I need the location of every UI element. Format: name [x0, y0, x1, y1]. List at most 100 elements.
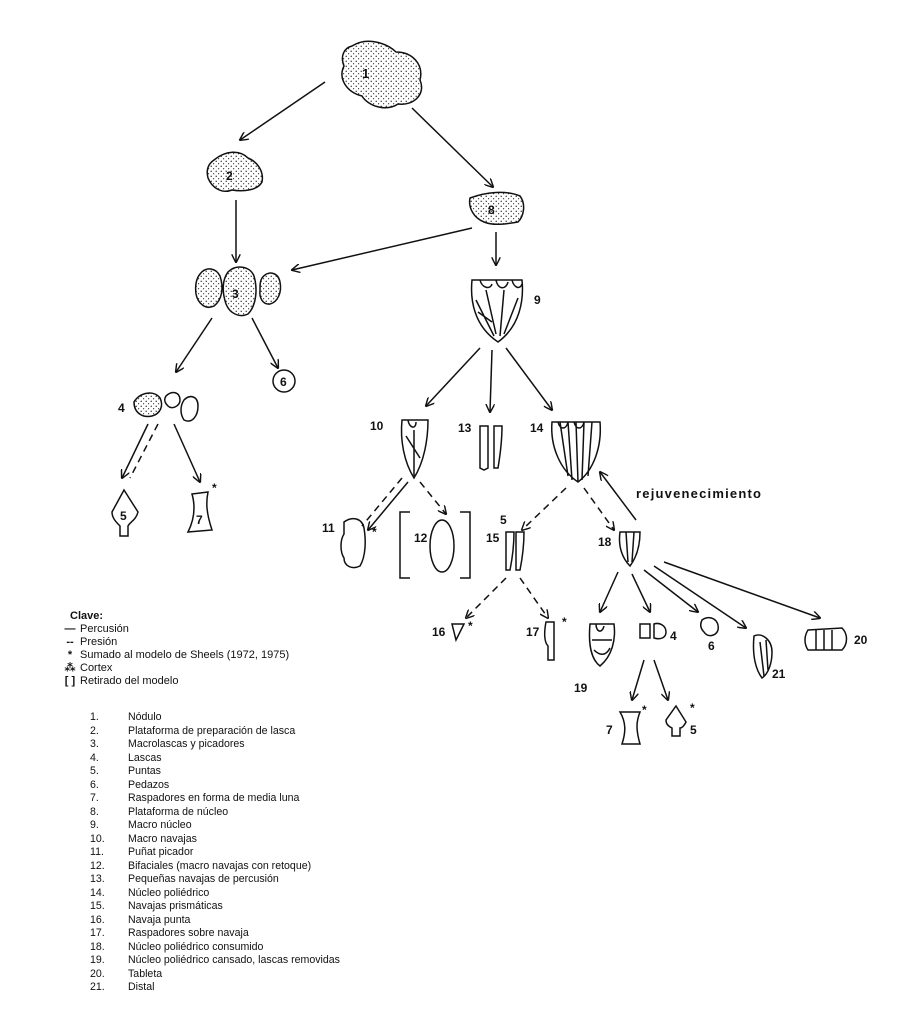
key-item: 4.Lascas — [90, 752, 340, 766]
node-19-exhausted-core-scars — [592, 623, 612, 655]
node-4b-flake-a — [639, 623, 651, 639]
label-15: 15 — [486, 531, 500, 545]
node-4-flake-b — [163, 391, 181, 409]
node-13-blade-a — [479, 425, 489, 471]
key-text: Raspadores sobre navaja — [128, 927, 249, 939]
node-18-consumed-core-scars — [625, 531, 635, 563]
key-item: 3.Macrolascas y picadores — [90, 738, 340, 752]
arrow-1-to-2 — [240, 81, 326, 140]
node-5-point-shape — [111, 488, 139, 537]
node-12-bracket-right — [460, 511, 471, 579]
node-20-tablet-scars — [815, 630, 833, 650]
arrow-9-to-13 — [490, 349, 492, 412]
node-19-exhausted-core-shape — [588, 623, 616, 667]
key-text: Raspadores en forma de media luna — [128, 792, 300, 804]
key-number: 3. — [90, 738, 99, 750]
key-number: 17. — [90, 927, 105, 939]
node-4-flake-c — [180, 395, 199, 422]
key-item: 16. Navaja punta — [90, 914, 340, 928]
key-number: 6. — [90, 778, 99, 791]
legend-label: Retirado del modelo — [80, 675, 179, 687]
key-number: 2. — [90, 724, 99, 737]
label-7-right: 7 — [606, 723, 613, 737]
arrow-10-to-11-pressure — [361, 477, 403, 527]
legend-item-removed: [ ] Retirado del modelo — [60, 675, 289, 688]
node-3-macroflake-left — [194, 268, 223, 308]
key-item: 19.Núcleo poliédrico cansado, lascas rem… — [90, 954, 340, 968]
key-text: Macro navajas — [128, 832, 197, 845]
node-13-blade-b — [493, 425, 503, 469]
key-item: 7.Raspadores en forma de media luna — [90, 792, 340, 806]
key-text: Navaja punta — [128, 913, 191, 926]
label-10: 10 — [370, 419, 384, 433]
key-number: 16. — [90, 913, 105, 926]
node-7b-scraper-shape — [618, 711, 642, 745]
legend-symbol-star: * — [67, 649, 73, 661]
key-item: 9.Macro núcleo — [90, 819, 340, 833]
key-item: 5.Puntas — [90, 765, 340, 779]
key-item: 12.Bifaciales (macro navajas con retoque… — [90, 860, 340, 874]
legend-symbol-cortex: ⁂ — [64, 662, 76, 674]
key-number: 5. — [90, 765, 99, 777]
arrow-18-to-20 — [663, 561, 820, 618]
key-text: Navajas prismáticas — [128, 900, 223, 912]
arrow-18-to-19 — [600, 571, 619, 612]
node-10-macro-blade-scars — [405, 419, 421, 476]
label-6-left: 6 — [280, 375, 287, 389]
legend-item-cortex: ⁂ Cortex — [60, 662, 289, 675]
label-11: 11 — [322, 521, 335, 535]
star-11: * — [372, 525, 377, 539]
node-1-nodule-shape — [341, 40, 423, 109]
node-6b-chunk-shape — [699, 616, 719, 637]
arrow-10-to-12 — [419, 481, 446, 514]
star-7-right: * — [642, 703, 647, 717]
key-number: 11. — [90, 846, 104, 858]
arrow-4b-to-7b — [632, 659, 645, 700]
legend-label: Sumado al modelo de Sheels (1972, 1975) — [80, 649, 290, 661]
legend-symbol-solid: — — [64, 623, 76, 635]
star-16: * — [468, 619, 473, 633]
node-4b-flake-b — [653, 622, 667, 640]
key-number: 9. — [90, 819, 99, 831]
legend-symbol-bracket: [ ] — [64, 675, 76, 687]
key-text: Tableta — [128, 967, 163, 980]
node-15-blade-b — [515, 531, 525, 571]
star-5-right: * — [690, 701, 695, 715]
label-19: 19 — [574, 681, 588, 695]
node-9-macro-core-shape — [470, 279, 524, 343]
node-17-blade-scraper-shape — [543, 621, 555, 661]
label-13: 13 — [458, 421, 472, 435]
legend-title: Clave: — [70, 610, 104, 622]
key-number: 18. — [90, 940, 105, 953]
key-item: 18. Núcleo poliédrico consumido — [90, 941, 340, 955]
arrow-14-to-18 — [583, 487, 614, 530]
legend-symbol-dashed: -- — [66, 636, 74, 648]
key-item: 6.Pedazos — [90, 779, 340, 793]
arrow-3-to-6 — [251, 317, 278, 368]
arrow-9-to-10 — [426, 347, 481, 406]
label-6-right: 6 — [708, 639, 715, 653]
key-text: Núcleo poliédrico consumido — [128, 940, 264, 953]
key-item: 13.Pequeñas navajas de percusión — [90, 873, 340, 887]
key-item: 10.Macro navajas — [90, 833, 340, 847]
arrow-15-to-17 — [519, 577, 548, 618]
node-12-bifacial-shape — [429, 519, 455, 573]
label-17: 17 — [526, 625, 540, 639]
key-text: Núcleo poliédrico — [128, 886, 210, 899]
label-8: 8 — [488, 203, 495, 217]
node-3-macroflake-right — [259, 272, 282, 305]
legend-item-pressure: -- Presión — [60, 636, 289, 649]
arrow-14-to-15 — [522, 487, 567, 530]
node-20-tablet-shape — [804, 627, 848, 651]
key-text: Puñat picador — [128, 846, 194, 858]
key-item: 17. Raspadores sobre navaja — [90, 927, 340, 941]
key-item: 1.Nódulo — [90, 711, 340, 725]
node-21-distal-scars — [759, 639, 769, 677]
node-21-distal-shape — [752, 634, 773, 680]
key-item: 14.Núcleo poliédrico — [90, 887, 340, 901]
key-item: 15.Navajas prismáticas — [90, 900, 340, 914]
node-9-macro-core-scars — [475, 279, 523, 337]
arrow-4-to-5-percussion — [122, 423, 149, 478]
arrow-8-to-3 — [292, 227, 473, 270]
